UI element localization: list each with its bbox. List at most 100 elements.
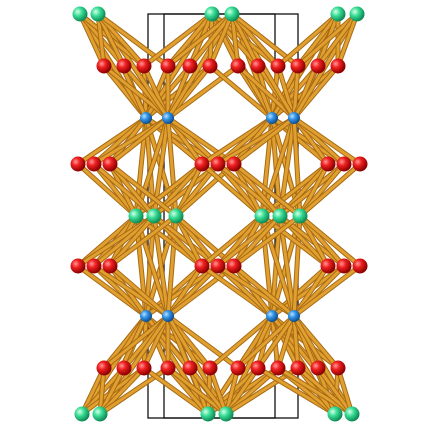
bond-129 xyxy=(292,264,362,318)
red-atom-41 xyxy=(330,360,346,376)
red-atom-22 xyxy=(86,258,102,274)
red-atom-24 xyxy=(194,258,210,274)
red-atom-16 xyxy=(210,156,226,172)
red-atom-35 xyxy=(202,360,218,376)
blue-atom-4 xyxy=(140,310,152,322)
green-atom-11 xyxy=(292,208,308,224)
red-atom-14 xyxy=(102,156,118,172)
red-atom-28 xyxy=(336,258,352,274)
bond-233 xyxy=(166,366,228,416)
bond-133 xyxy=(292,314,300,370)
red-atom-29 xyxy=(352,258,368,274)
green-atom-0 xyxy=(72,6,88,22)
bond-157 xyxy=(188,12,234,68)
bond-63 xyxy=(292,116,362,166)
bond-248 xyxy=(336,366,354,416)
bond-93 xyxy=(102,314,170,370)
blue-atom-1 xyxy=(162,112,174,124)
red-atom-10 xyxy=(310,58,326,74)
green-atom-4 xyxy=(330,6,346,22)
red-atom-33 xyxy=(160,360,176,376)
bond-158 xyxy=(208,12,234,68)
red-atom-15 xyxy=(194,156,210,172)
red-atom-18 xyxy=(320,156,336,172)
bond-25 xyxy=(108,116,170,166)
green-atom-3 xyxy=(224,6,240,22)
green-atom-12 xyxy=(74,406,90,422)
bond-218 xyxy=(298,214,362,268)
green-atom-17 xyxy=(344,406,360,422)
bond-35 xyxy=(208,64,274,120)
bond-142 xyxy=(78,12,106,68)
green-atom-9 xyxy=(254,208,270,224)
red-atom-4 xyxy=(182,58,198,74)
red-atom-2 xyxy=(136,58,152,74)
red-atom-27 xyxy=(320,258,336,274)
green-atom-5 xyxy=(349,6,365,22)
bond-29 xyxy=(96,12,170,120)
red-atom-5 xyxy=(202,58,218,74)
bond-226 xyxy=(142,366,210,416)
bond-169 xyxy=(336,12,359,68)
bond-163 xyxy=(276,12,340,68)
green-atom-13 xyxy=(92,406,108,422)
bond-215 xyxy=(232,214,302,268)
blue-atom-3 xyxy=(288,112,300,124)
red-atom-6 xyxy=(230,58,246,74)
red-atom-9 xyxy=(290,58,306,74)
atom-layer xyxy=(70,6,368,422)
blue-atom-7 xyxy=(288,310,300,322)
blue-atom-0 xyxy=(140,112,152,124)
bond-222 xyxy=(98,366,106,416)
red-atom-0 xyxy=(96,58,112,74)
bond-126 xyxy=(232,264,296,318)
red-atom-34 xyxy=(182,360,198,376)
green-atom-8 xyxy=(168,208,184,224)
red-atom-37 xyxy=(250,360,266,376)
bond-84 xyxy=(80,314,148,416)
bond-159 xyxy=(230,12,240,68)
red-atom-21 xyxy=(70,258,86,274)
bond-246 xyxy=(296,366,354,416)
red-atom-1 xyxy=(116,58,132,74)
red-atom-26 xyxy=(226,258,242,274)
bond-11 xyxy=(78,12,148,120)
green-atom-15 xyxy=(218,406,234,422)
red-atom-3 xyxy=(160,58,176,74)
green-atom-6 xyxy=(128,208,144,224)
red-atom-7 xyxy=(250,58,266,74)
green-atom-1 xyxy=(90,6,106,22)
red-atom-23 xyxy=(102,258,118,274)
bond-28 xyxy=(166,116,236,166)
bond-236 xyxy=(224,366,240,416)
bond-187 xyxy=(108,162,178,218)
red-atom-30 xyxy=(96,360,112,376)
red-atom-31 xyxy=(116,360,132,376)
bond-167 xyxy=(296,12,359,68)
bond-92 xyxy=(166,264,236,318)
blue-atom-6 xyxy=(266,310,278,322)
red-atom-20 xyxy=(352,156,368,172)
bond-156 xyxy=(166,12,234,68)
bond-111 xyxy=(208,314,274,370)
bond-145 xyxy=(96,12,106,68)
bond-23 xyxy=(166,64,240,120)
bond-130 xyxy=(236,314,296,370)
red-atom-13 xyxy=(86,156,102,172)
bond-89 xyxy=(108,264,170,318)
green-atom-14 xyxy=(200,406,216,422)
bond-191 xyxy=(108,214,178,268)
red-atom-32 xyxy=(136,360,152,376)
bond-layer xyxy=(75,11,363,417)
green-atom-10 xyxy=(272,208,288,224)
bond-60 xyxy=(232,116,296,166)
red-atom-40 xyxy=(310,360,326,376)
bond-214 xyxy=(298,162,362,218)
bond-56 xyxy=(292,64,300,120)
bond-53 xyxy=(236,64,296,120)
red-atom-8 xyxy=(270,58,286,74)
blue-atom-2 xyxy=(266,112,278,124)
bond-17 xyxy=(102,64,170,120)
bond-99 xyxy=(166,314,240,370)
